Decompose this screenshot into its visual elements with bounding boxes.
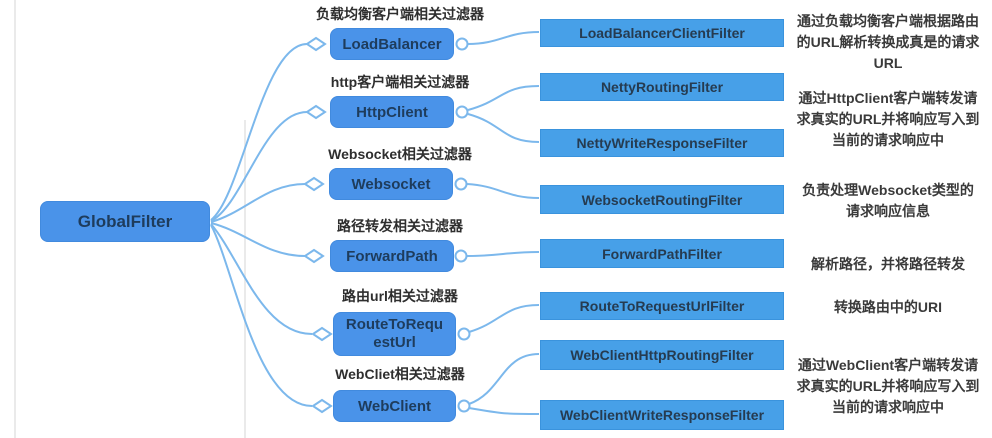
category-label-routetorequesturl: 路由url相关过滤器 (342, 288, 458, 304)
category-label-webclient: WebCliet相关过滤器 (335, 366, 465, 382)
category-label-websocket: Websocket相关过滤器 (328, 146, 472, 162)
description-loadbalancer: 通过负载均衡客户端根据路由的URL解析转换成真是的请求URL (796, 13, 980, 71)
circle-connector (455, 105, 469, 119)
category-label-loadbalancer: 负载均衡客户端相关过滤器 (316, 6, 484, 22)
circle-connector (454, 249, 468, 263)
node-forwardpath: ForwardPath (330, 240, 454, 272)
filter-box-webclienthttproutingfilter: WebClientHttpRoutingFilter (540, 340, 784, 370)
filter-box-forwardpathfilter: ForwardPathFilter (540, 239, 784, 268)
diamond-connector (305, 104, 327, 120)
diamond-connector (311, 326, 333, 342)
description-webclient: 通过WebClient客户端转发请求真实的URL并将响应写入到当前的请求响应中 (796, 357, 980, 415)
category-label-httpclient: http客户端相关过滤器 (330, 74, 470, 90)
artifact-line-left (14, 0, 16, 438)
description-websocket: 负责处理Websocket类型的请求响应信息 (802, 182, 974, 219)
description-httpclient: 通过HttpClient客户端转发请求真实的URL并将响应写入到当前的请求响应中 (796, 90, 980, 148)
filter-box-webclientwriteresponsefilter: WebClientWriteResponseFilter (540, 400, 784, 430)
node-webclient: WebClient (333, 390, 456, 422)
filter-box-routetorequesturlfilter: RouteToRequestUrlFilter (540, 292, 784, 320)
node-loadbalancer: LoadBalancer (330, 28, 454, 60)
filter-box-loadbalancerclientfilter: LoadBalancerClientFilter (540, 19, 784, 47)
circle-connector (455, 37, 469, 51)
node-routetorequesturl: RouteToRequestUrl (333, 312, 456, 356)
category-label-forwardpath: 路径转发相关过滤器 (337, 218, 463, 234)
description-routetorequesturl: 转换路由中的URI (833, 299, 943, 315)
diamond-connector (303, 248, 325, 264)
circle-connector (457, 327, 471, 341)
diamond-connector (311, 398, 333, 414)
node-httpclient: HttpClient (330, 96, 454, 128)
description-forwardpath: 解析路径，并将路径转发 (811, 256, 965, 272)
node-label: RouteToRequestUrl (345, 316, 444, 351)
diamond-connector (305, 36, 327, 52)
filter-box-nettyroutingfilter: NettyRoutingFilter (540, 73, 784, 101)
circle-connector (457, 399, 471, 413)
diamond-connector (303, 176, 325, 192)
root-node-globalfilter: GlobalFilter (40, 201, 210, 242)
filter-box-websocketroutingfilter: WebsocketRoutingFilter (540, 185, 784, 214)
filter-box-nettywriteresponsefilter: NettyWriteResponseFilter (540, 129, 784, 157)
node-websocket: Websocket (329, 168, 453, 200)
circle-connector (454, 177, 468, 191)
